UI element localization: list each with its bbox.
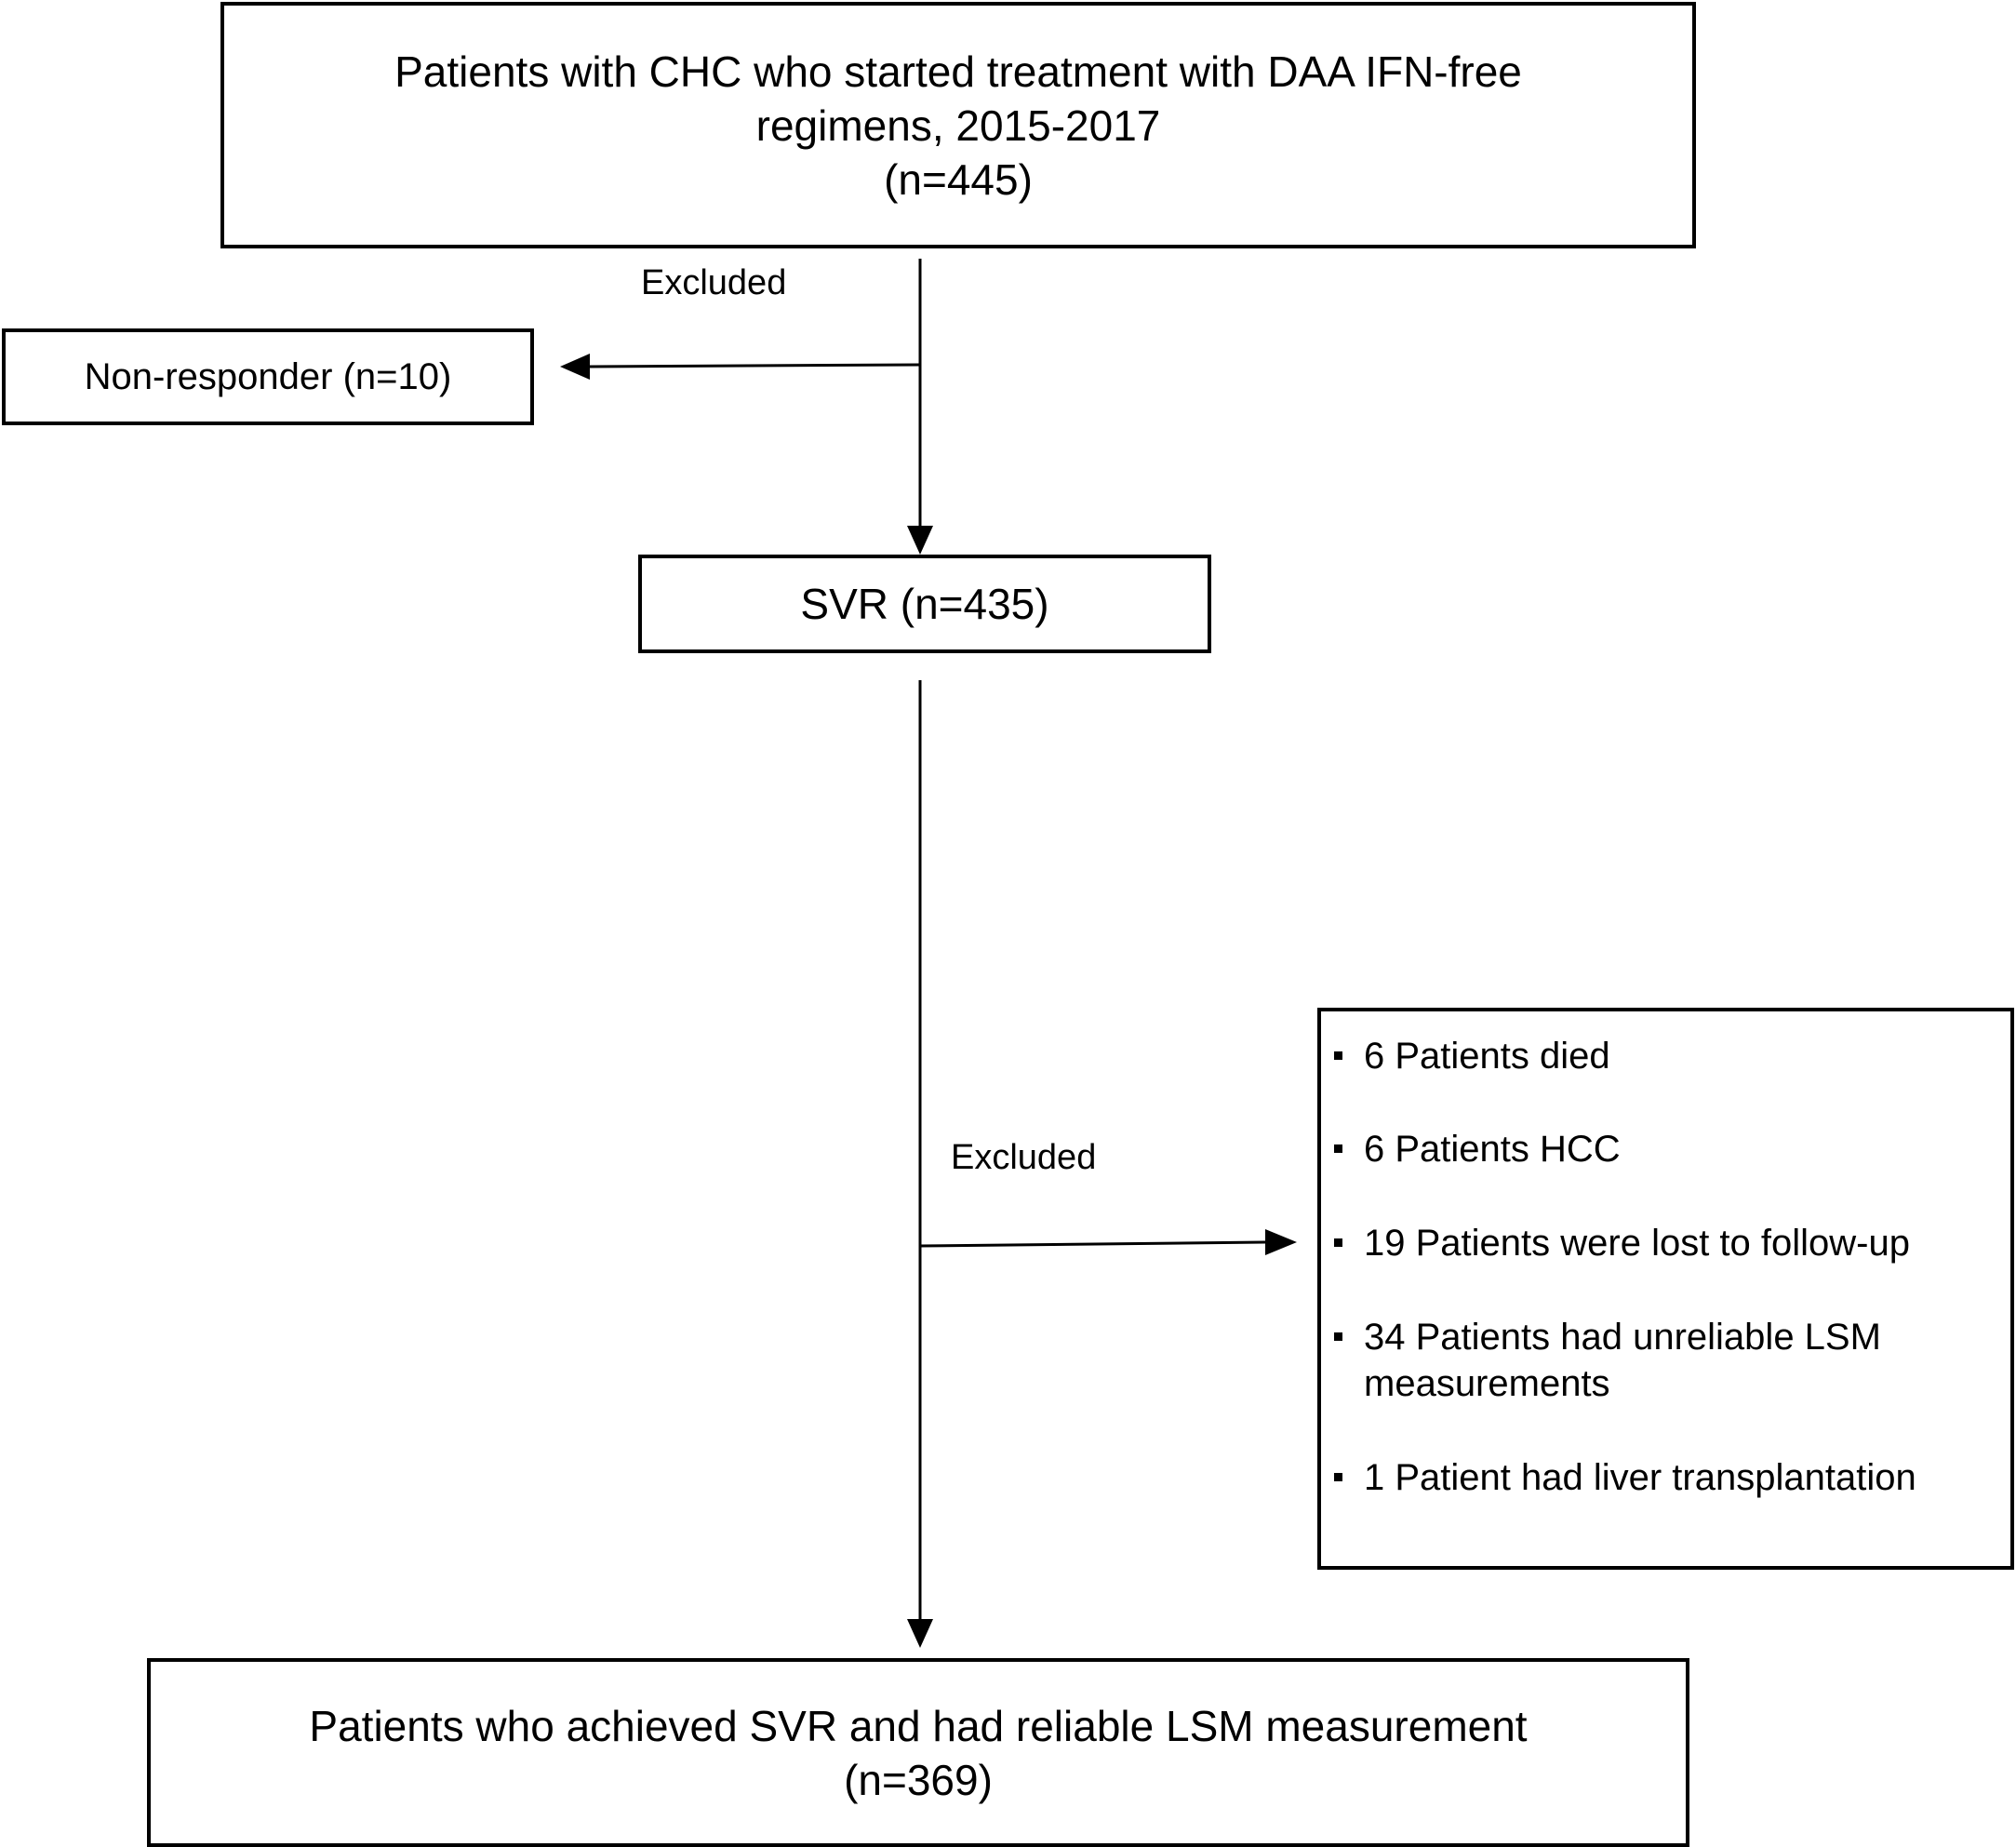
exclusion-item-text: 34 Patients had unreliable LSM measureme… <box>1364 1317 1881 1404</box>
first-excluded-label: Excluded <box>641 263 787 302</box>
exclusion-item: 6 Patients died <box>1334 1033 1978 1079</box>
bullet-square-icon <box>1334 1473 1342 1481</box>
bullet-square-icon <box>1334 1332 1342 1341</box>
start-cohort-box: Patients with CHC who started treatment … <box>220 2 1696 248</box>
svr-box: SVR (n=435) <box>638 555 1211 653</box>
exclusion-item: 1 Patient had liver transplantation <box>1334 1454 1978 1501</box>
start-cohort-line-1: Patients with CHC who started treatment … <box>394 47 1522 96</box>
svr-text: SVR (n=435) <box>800 580 1049 628</box>
final-cohort-box: Patients who achieved SVR and had reliab… <box>147 1658 1689 1847</box>
final-cohort-count: (n=369) <box>844 1755 993 1804</box>
exclusion-item-text: 6 Patients died <box>1364 1036 1610 1077</box>
arrowhead-nonresponder <box>560 354 590 380</box>
non-responder-box: Non-responder (n=10) <box>2 328 534 425</box>
bullet-square-icon <box>1334 1051 1342 1060</box>
exclusion-item-text: 19 Patients were lost to follow-up <box>1364 1223 1910 1264</box>
start-cohort-line-2: regimens, 2015-2017 <box>755 100 1161 150</box>
exclusion-item: 19 Patients were lost to follow-up <box>1334 1220 1978 1266</box>
arrow-to-exclusions <box>919 1240 1266 1248</box>
exclusion-item: 34 Patients had unreliable LSM measureme… <box>1334 1314 1978 1407</box>
exclusion-item-text: 1 Patient had liver transplantation <box>1364 1457 1916 1498</box>
non-responder-text: Non-responder (n=10) <box>84 355 452 397</box>
second-excluded-label: Excluded <box>951 1138 1097 1177</box>
exclusions-box: 6 Patients died 6 Patients HCC 19 Patien… <box>1317 1008 2014 1570</box>
start-cohort-count: (n=445) <box>884 154 1033 204</box>
final-cohort-line-1: Patients who achieved SVR and had reliab… <box>309 1701 1528 1750</box>
bullet-square-icon <box>1334 1144 1342 1153</box>
arrowhead-final <box>907 1619 933 1648</box>
arrow-to-nonresponder <box>587 363 921 368</box>
exclusion-item-text: 6 Patients HCC <box>1364 1129 1621 1170</box>
exclusion-item: 6 Patients HCC <box>1334 1126 1978 1172</box>
bullet-square-icon <box>1334 1238 1342 1247</box>
arrowhead-svr <box>907 526 933 555</box>
arrowhead-exclusions <box>1265 1229 1297 1255</box>
